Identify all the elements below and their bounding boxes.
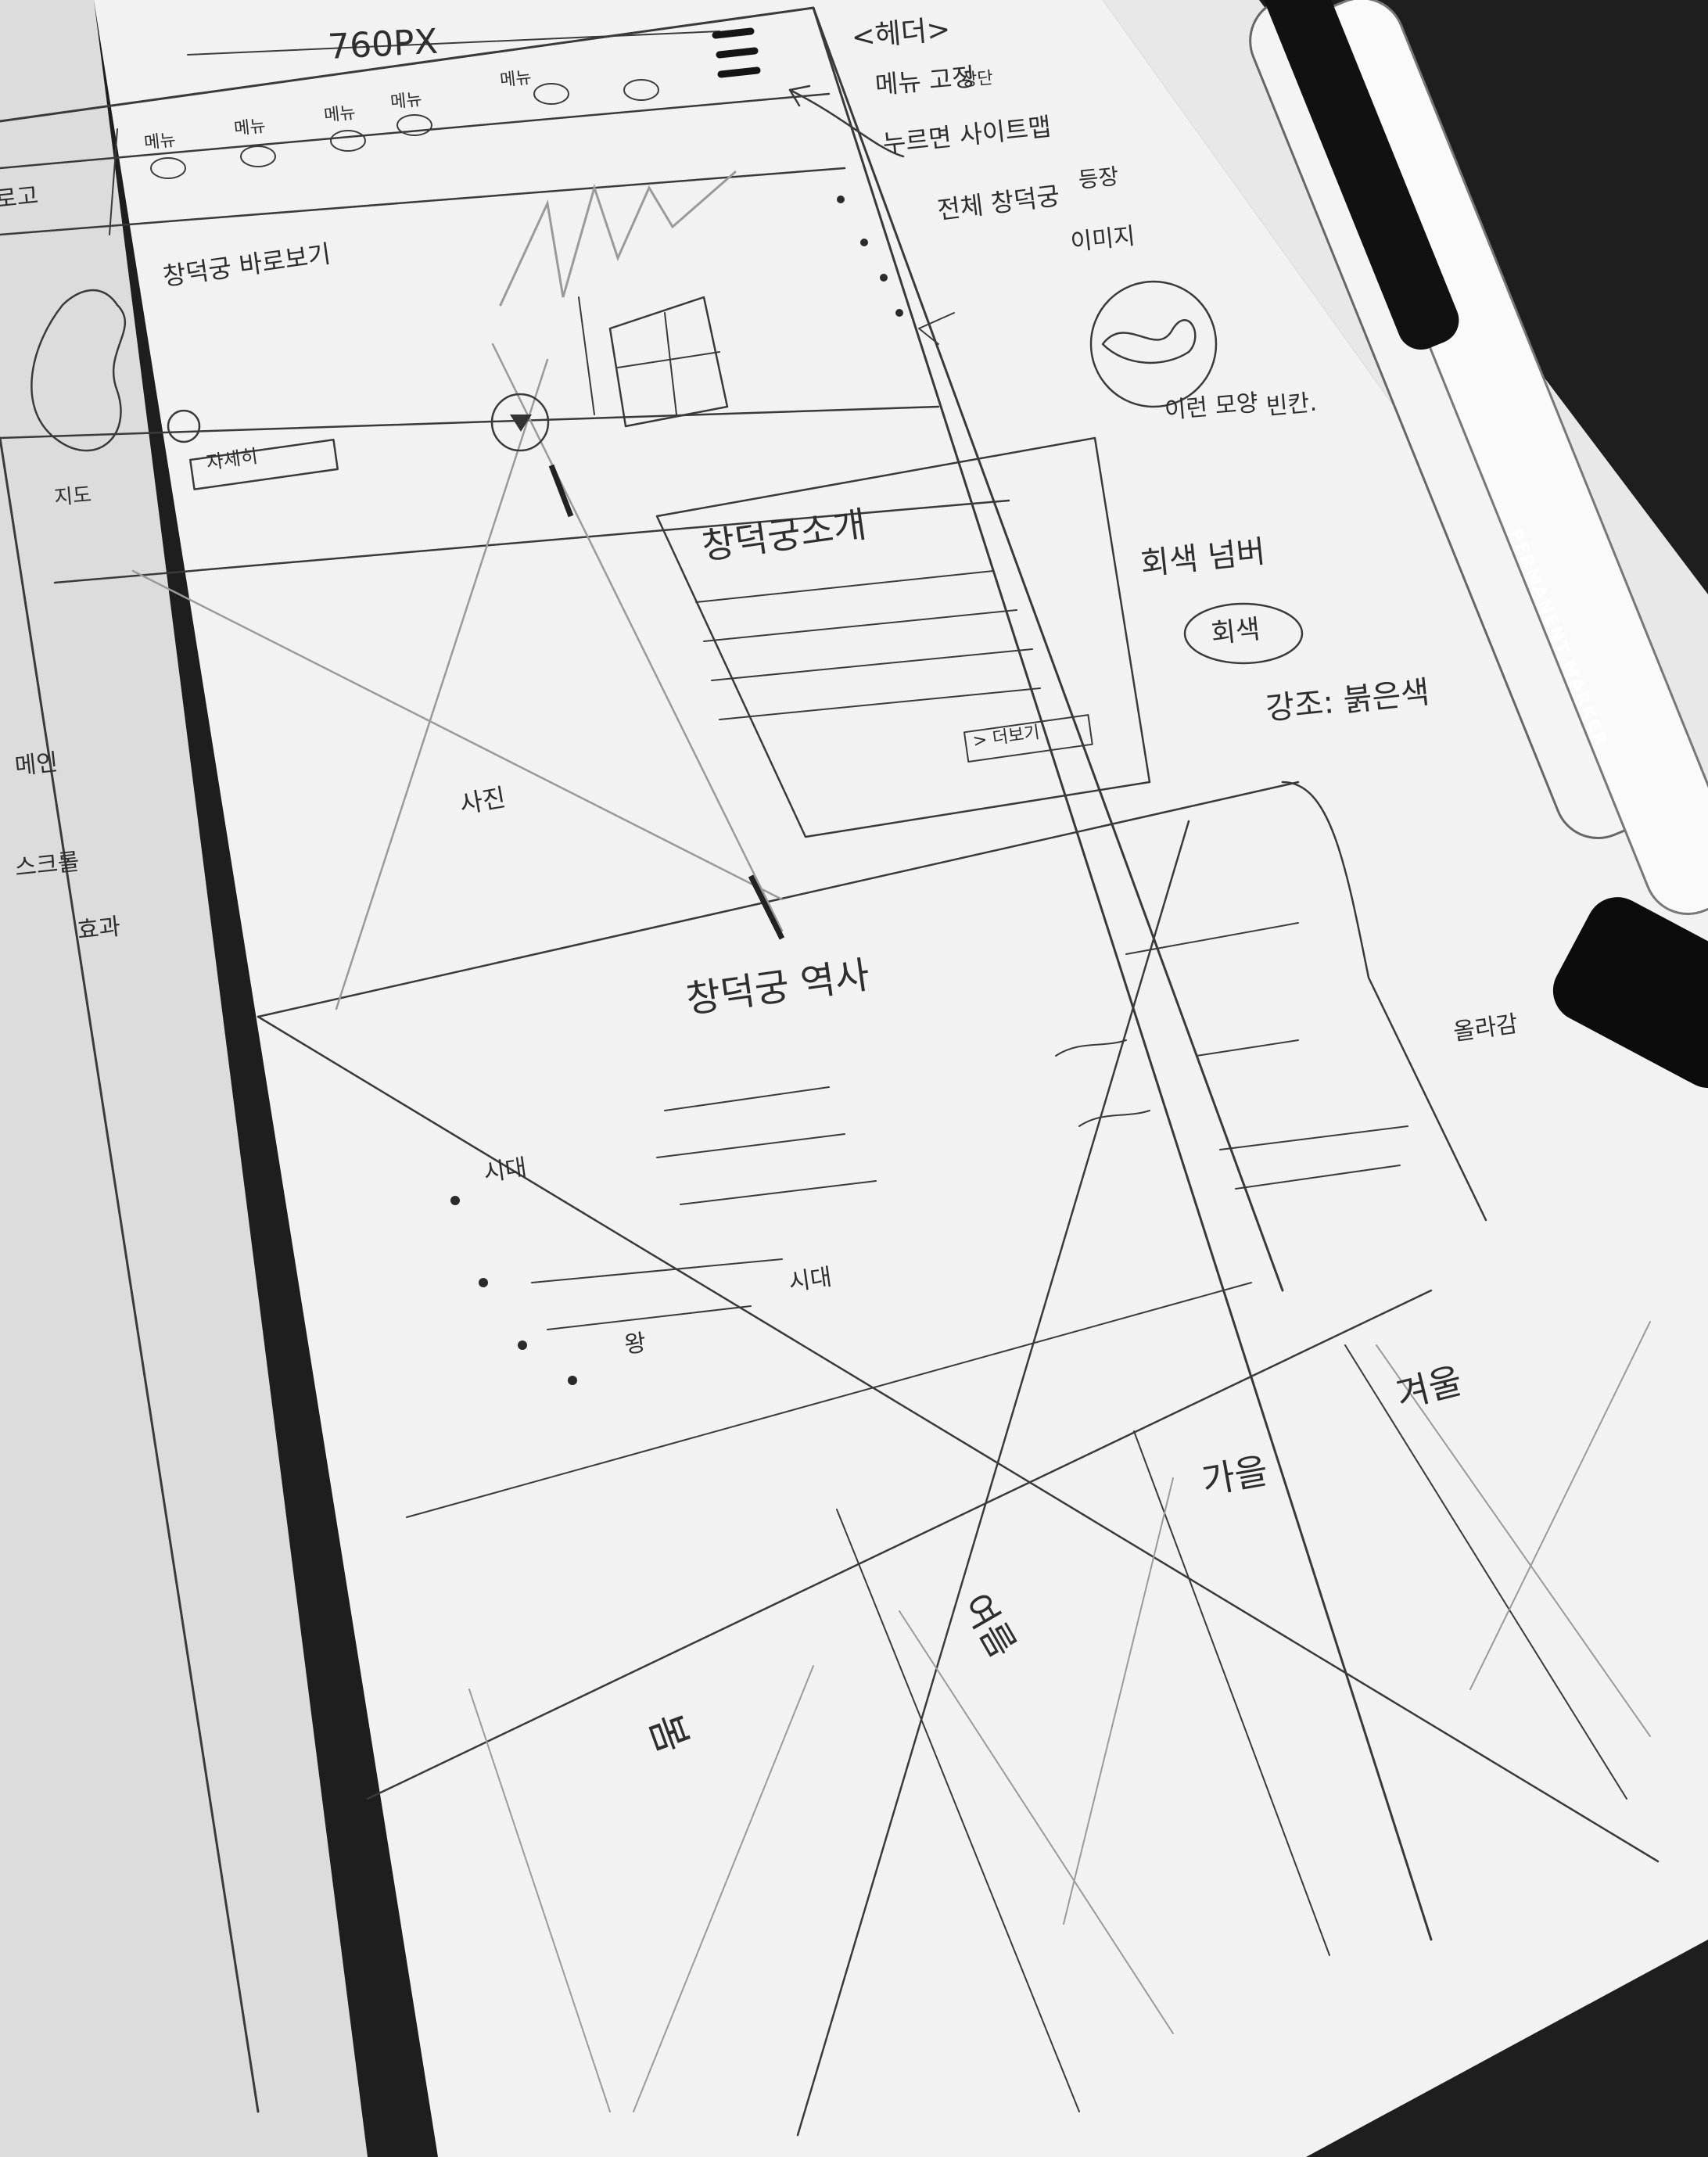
more-button-sketch xyxy=(963,714,1093,763)
note-left-3: 효과 xyxy=(76,913,122,945)
note-header-sub2: 상단 xyxy=(960,69,994,91)
wireframe xyxy=(0,6,1660,2137)
left-notebook-page xyxy=(0,0,368,2157)
nav-item-4: 메뉴 xyxy=(389,90,423,113)
marker-pens: PERMANENT MARKER xyxy=(1249,0,1708,1089)
nav-item-2: 메뉴 xyxy=(233,117,267,139)
history-bullet-3: 왕 xyxy=(623,1329,648,1359)
history-bullet-2: 시대 xyxy=(787,1264,834,1297)
nav-item-3: 메뉴 xyxy=(323,103,357,126)
history-bullet-1: 시대 xyxy=(482,1154,529,1187)
logo-label: 로고 xyxy=(0,182,40,214)
menu-icon xyxy=(712,27,761,78)
sketch-paper xyxy=(31,0,1708,2157)
note-left-2: 스크롤 xyxy=(13,848,81,881)
note-color-2: 회색 xyxy=(1210,614,1261,650)
nav-item-1: 메뉴 xyxy=(143,131,177,153)
width-label: 760PX xyxy=(327,22,439,67)
ornament-icon-sketch xyxy=(1089,280,1218,408)
hero-button-sketch xyxy=(189,438,339,490)
hero-map-label: 지도 xyxy=(53,483,92,510)
note-dots-shape-2: 빈칸. xyxy=(1265,389,1319,421)
nav-item-5: 메뉴 xyxy=(499,68,533,91)
note-header-sub4: 등장 xyxy=(1077,163,1120,193)
scroll-down-icon xyxy=(490,393,550,452)
note-left-1: 메인 xyxy=(13,748,59,781)
note-header-sub6: 이미지 xyxy=(1069,222,1136,256)
